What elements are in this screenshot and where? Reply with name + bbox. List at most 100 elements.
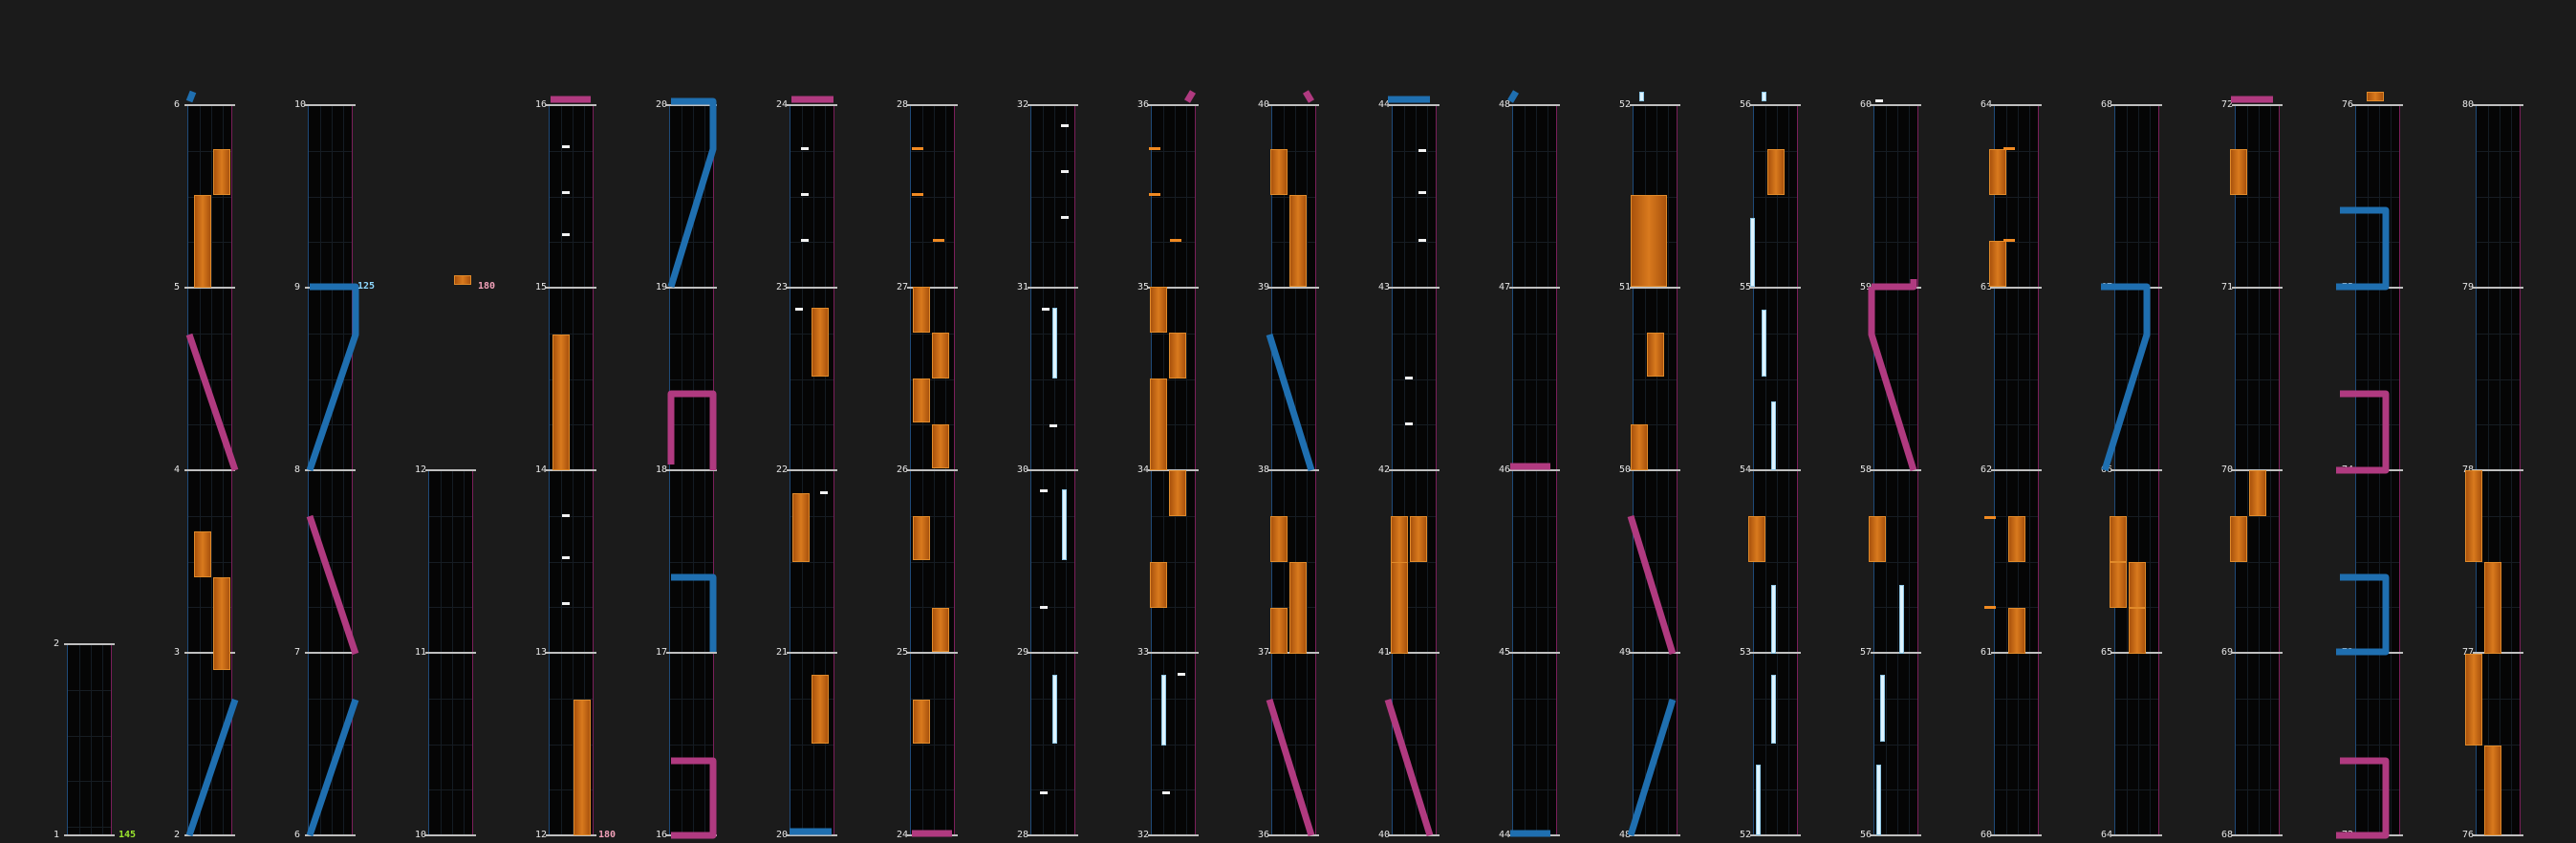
- beat-line: [2356, 424, 2399, 426]
- measure-line: [1028, 469, 1078, 471]
- beat-line: [188, 607, 231, 609]
- beat-line: [1634, 561, 1677, 563]
- beat-line: [2356, 698, 2399, 700]
- measure-number: 59: [1860, 282, 1872, 292]
- measure-line: [546, 469, 596, 471]
- beat-line: [790, 242, 833, 244]
- fx-chip-note: [1984, 606, 1996, 609]
- beat-line: [911, 196, 954, 198]
- measure-number: 20: [656, 99, 668, 110]
- measure-number: 8: [294, 465, 301, 475]
- beat-line: [1874, 561, 1917, 563]
- measure-number: 12: [535, 830, 548, 840]
- beat-line: [670, 378, 713, 380]
- beat-line: [670, 150, 713, 152]
- measure-number: 11: [415, 647, 427, 658]
- beat-line: [790, 607, 833, 609]
- measure-number: 67: [2101, 282, 2113, 292]
- measure-number: 15: [535, 282, 548, 292]
- beat-line: [1513, 333, 1556, 335]
- fx-chip-note: [933, 239, 944, 242]
- bt-hold-note: [1052, 675, 1057, 744]
- measure-line: [787, 104, 837, 106]
- beat-line: [1031, 515, 1074, 517]
- beat-line: [670, 561, 713, 563]
- beat-line: [1152, 515, 1195, 517]
- measure-number: 72: [2221, 99, 2234, 110]
- measure-line: [1991, 287, 2042, 289]
- beat-line: [550, 333, 593, 335]
- measure-line: [1268, 287, 1319, 289]
- beat-line: [2356, 515, 2399, 517]
- measure-line: [1148, 652, 1199, 654]
- beat-line: [911, 378, 954, 380]
- measure-number: 49: [1619, 647, 1632, 658]
- measure-number: 78: [2462, 465, 2474, 475]
- measure-number: 12: [415, 465, 427, 475]
- fx-hold-note: [812, 675, 829, 744]
- measure-number: 63: [1981, 282, 1993, 292]
- beat-line: [429, 607, 472, 609]
- chart-column: [67, 644, 112, 835]
- beat-line: [670, 515, 713, 517]
- measure-number: 23: [776, 282, 789, 292]
- beat-line: [309, 150, 352, 152]
- measure-line: [907, 469, 958, 471]
- beat-line: [2477, 196, 2520, 198]
- beat-line: [309, 242, 352, 244]
- measure-line: [1268, 104, 1319, 106]
- measure-number: 34: [1137, 465, 1150, 475]
- measure-line: [2111, 834, 2162, 836]
- bt-hold-note: [1771, 675, 1776, 744]
- beat-line: [429, 698, 472, 700]
- measure-line: [1750, 287, 1801, 289]
- beat-line: [1393, 607, 1436, 609]
- beat-line: [1513, 744, 1556, 746]
- measure-line: [666, 104, 717, 106]
- beat-line: [911, 242, 954, 244]
- fx-hold-note: [1150, 378, 1167, 470]
- beat-line: [2236, 378, 2279, 380]
- fx-chip-note: [1149, 193, 1160, 196]
- beat-line: [2477, 424, 2520, 426]
- measure-number: 5: [174, 282, 181, 292]
- measure-number: 19: [656, 282, 668, 292]
- fx-hold-note: [1410, 516, 1427, 562]
- measure-line: [2111, 104, 2162, 106]
- beat-line: [2115, 150, 2158, 152]
- measure-line: [305, 469, 356, 471]
- beat-line: [1513, 242, 1556, 244]
- measure-line: [1509, 469, 1560, 471]
- beat-line: [790, 196, 833, 198]
- bt-chip-note: [1418, 191, 1426, 194]
- beat-line: [1754, 561, 1797, 563]
- measure-line: [546, 652, 596, 654]
- beat-line: [2356, 196, 2399, 198]
- measure-number: 10: [294, 99, 307, 110]
- beat-line: [1754, 333, 1797, 335]
- measure-number: 30: [1017, 465, 1029, 475]
- bpm-label: 180: [478, 281, 496, 292]
- measure-number: 2: [54, 638, 60, 649]
- bt-chip-note: [1162, 791, 1170, 794]
- measure-line: [1389, 469, 1440, 471]
- measure-line: [1028, 652, 1078, 654]
- measure-line: [2352, 652, 2403, 654]
- fx-hold-note: [2465, 654, 2482, 746]
- measure-number: 40: [1258, 99, 1270, 110]
- measure-line: [184, 834, 235, 836]
- beat-line: [2236, 744, 2279, 746]
- measure-number: 38: [1258, 465, 1270, 475]
- beat-line: [1874, 242, 1917, 244]
- beat-line: [2115, 698, 2158, 700]
- beat-line: [1995, 150, 2038, 152]
- beat-line: [2236, 515, 2279, 517]
- beat-line: [1995, 561, 2038, 563]
- beat-line: [1995, 424, 2038, 426]
- fx-hold-note: [1270, 516, 1288, 562]
- measure-number: 79: [2462, 282, 2475, 292]
- fx-hold-note: [213, 149, 230, 195]
- beat-line: [1513, 196, 1556, 198]
- beat-line: [670, 698, 713, 700]
